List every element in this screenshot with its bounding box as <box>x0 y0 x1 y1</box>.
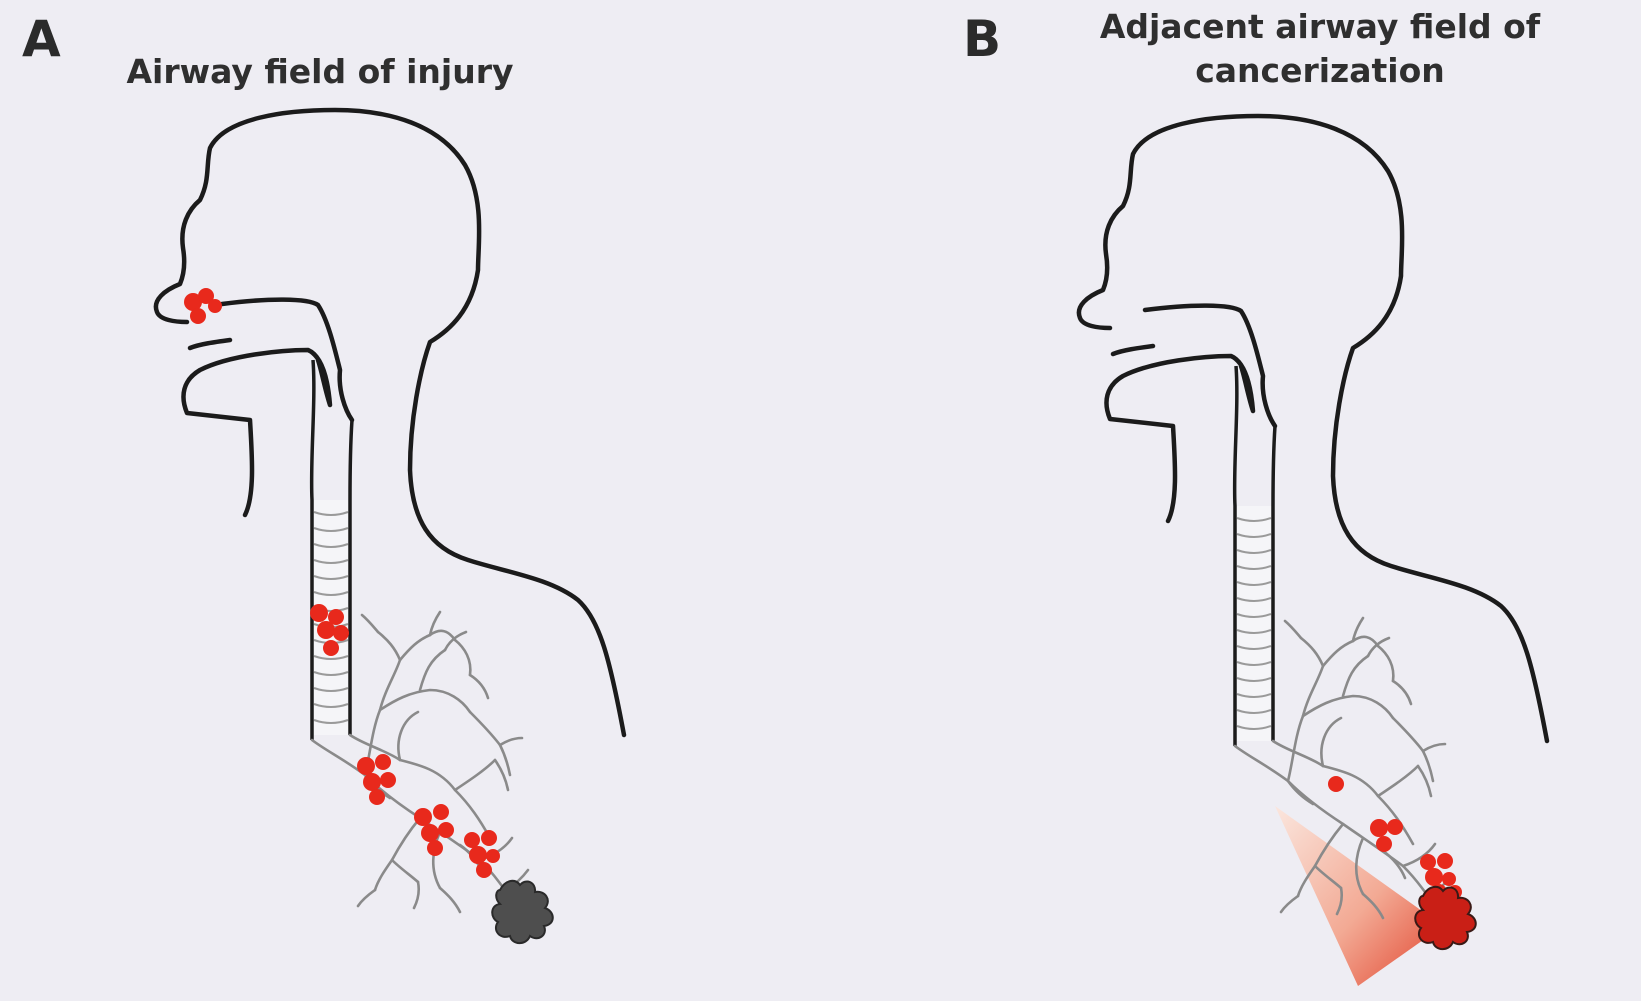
lesion-cluster-bronchus-2 <box>414 804 454 856</box>
panel-title-b-line-2: cancerization <box>1070 49 1570 93</box>
lesion-cluster-bronchus-3 <box>464 830 500 878</box>
trachea-b <box>1235 506 1273 741</box>
lesion-cluster-b-1 <box>1328 776 1344 792</box>
panel-label-a: A <box>22 14 61 64</box>
lesion-cluster-nasal <box>184 288 222 324</box>
tumor-b <box>1415 887 1476 949</box>
cancerization-cone <box>1275 806 1443 986</box>
panel-b-illustration <box>1079 116 1547 986</box>
panel-label-b: B <box>963 14 1001 64</box>
panel-title-b: Adjacent airway field of cancerization <box>1070 5 1570 93</box>
panel-title-b-line-1: Adjacent airway field of <box>1070 5 1570 49</box>
panel-a-illustration <box>156 110 624 943</box>
panel-title-a: Airway field of injury <box>120 50 520 94</box>
tumor-a <box>492 881 553 943</box>
